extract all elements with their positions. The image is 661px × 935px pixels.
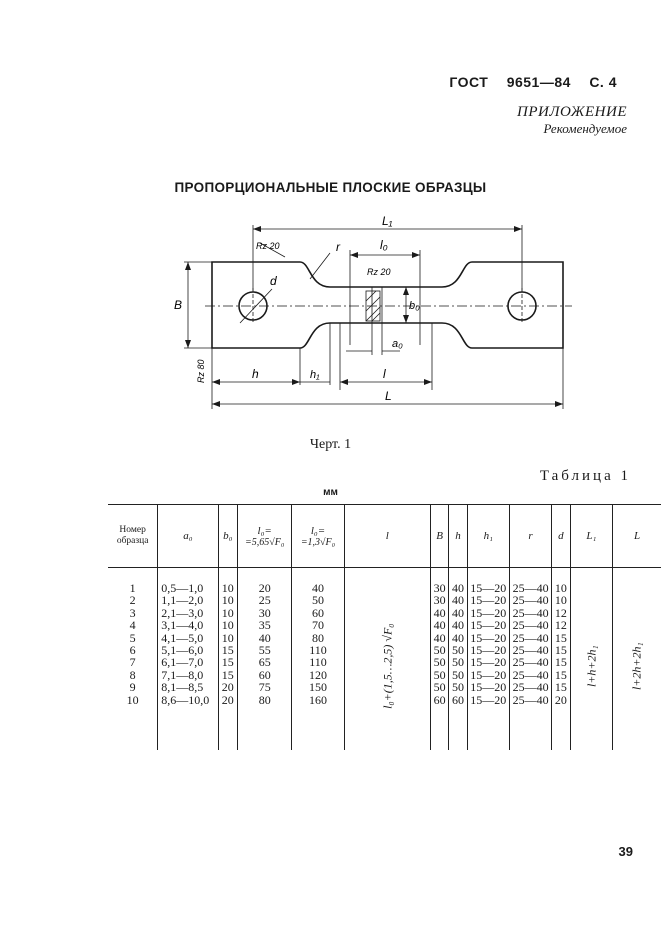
label-l: l: [383, 367, 386, 381]
cells-l0-a: 20 25 30 35 40 55 65 60 75 80: [237, 567, 293, 750]
header-page: С. 4: [589, 74, 617, 90]
cells-b0: 10 10 10 10 10 15 15 15 20 20: [217, 567, 239, 750]
label-l0: l₀: [380, 238, 388, 252]
gost-number: 9651—84: [506, 74, 571, 90]
label-d: d: [270, 274, 277, 288]
page-number: 39: [618, 844, 633, 859]
label-rz-side: Rz 80: [196, 359, 206, 383]
table-label: Таблица 1: [539, 468, 631, 484]
cells-L: l+2h+2h₁: [612, 567, 661, 750]
col-l0-a: l₀= =5,65√F₀: [237, 504, 293, 568]
cells-B: 30 30 40 40 40 50 50 50 50 60: [429, 567, 450, 750]
label-rz-left: Rz 20: [256, 241, 280, 251]
specimen-drawing: L₁ Rz 20 r l₀ Rz 20 d B b₀ a₀ Rz 80 h h₁…: [174, 214, 572, 409]
col-num: Номер образца: [108, 504, 159, 568]
col-d: d: [551, 504, 571, 568]
label-h: h: [252, 367, 259, 381]
label-h1: h₁: [310, 369, 320, 381]
hatched-section: [365, 290, 381, 322]
label-L: L: [385, 389, 392, 403]
cells-r: 25—40 25—40 25—40 25—40 25—40 25—40 25—4…: [508, 567, 553, 750]
cells-num: 1 2 3 4 5 6 7 8 9 10: [108, 567, 159, 750]
col-L1: L₁: [569, 504, 614, 568]
col-L: L: [612, 504, 661, 568]
unit-label: мм: [323, 487, 338, 498]
cells-h: 40 40 40 40 40 50 50 50 50 60: [448, 567, 468, 750]
label-a0: a₀: [392, 338, 403, 350]
cells-d: 10 10 12 12 15 15 15 15 15 20: [551, 567, 571, 750]
appendix-subtitle: Рекомендуемое: [543, 121, 627, 136]
cells-h1: 15—20 15—20 15—20 15—20 15—20 15—20 15—2…: [466, 567, 510, 750]
col-h: h: [448, 504, 468, 568]
col-b0: b₀: [217, 504, 239, 568]
specimen-table: Номер образца a₀ b₀ l₀= =5,65√F₀ l₀= =1,…: [108, 504, 661, 750]
appendix-title: ПРИЛОЖЕНИЕ: [517, 104, 627, 120]
col-l: l: [343, 504, 431, 568]
label-rz-center: Rz 20: [367, 267, 391, 277]
page-header: ГОСТ 9651—84 С. 4: [435, 74, 617, 90]
label-r: r: [336, 240, 341, 254]
cells-a0: 0,5—1,0 1,1—2,0 2,1—3,0 3,1—4,0 4,1—5,0 …: [157, 567, 219, 750]
L-formula: l+2h+2h₁: [629, 642, 644, 690]
col-B: B: [429, 504, 450, 568]
cells-L1: l+h+2h₁: [569, 567, 614, 750]
table-header-row: Номер образца a₀ b₀ l₀= =5,65√F₀ l₀= =1,…: [108, 504, 661, 568]
table-body: 1 2 3 4 5 6 7 8 9 10 0,5—1,0 1,1—2,0 2,1…: [108, 567, 661, 750]
label-B: B: [174, 298, 182, 312]
col-l0-b: l₀= =1,3√F₀: [291, 504, 345, 568]
L1-formula: l+h+2h₁: [584, 645, 599, 687]
col-r: r: [508, 504, 553, 568]
cells-l0-b: 40 50 60 70 80 110 110 120 150 160: [291, 567, 345, 750]
l-formula: l₀+(1,5…2,5) √F₀: [380, 623, 395, 709]
cells-l: l₀+(1,5…2,5) √F₀: [343, 567, 431, 750]
col-a0: a₀: [157, 504, 219, 568]
label-L1: L₁: [382, 214, 393, 228]
page-title: ПРОПОРЦИОНАЛЬНЫЕ ПЛОСКИЕ ОБРАЗЦЫ: [174, 180, 487, 195]
gost-label: ГОСТ: [449, 74, 489, 90]
appendix-block: ПРИЛОЖЕНИЕ Рекомендуемое: [517, 104, 627, 137]
col-h1: h₁: [466, 504, 510, 568]
label-b0: b₀: [409, 300, 420, 312]
drawing-caption: Черт. 1: [309, 437, 352, 452]
